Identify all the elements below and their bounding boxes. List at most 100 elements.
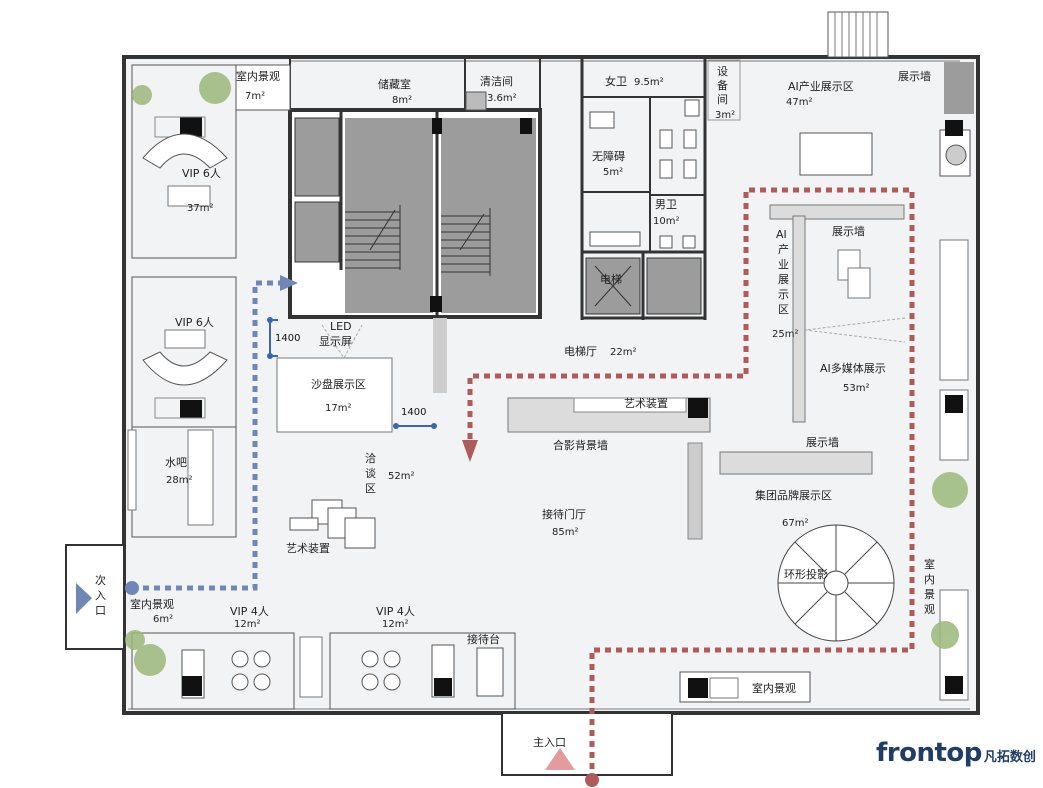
label-indoor-view-right-1: 室 bbox=[924, 557, 935, 571]
stair-core bbox=[288, 108, 542, 319]
label-vip4-right: VIP 4人 bbox=[376, 605, 415, 618]
secondary-entrance-box bbox=[65, 544, 125, 650]
label-led-2: 显示屏 bbox=[319, 335, 352, 348]
label-display-wall-mid: 展示墙 bbox=[806, 435, 839, 449]
area-ai-industry-top: 47m² bbox=[786, 97, 812, 108]
label-vip4-left: VIP 4人 bbox=[230, 605, 269, 618]
label-cleaning: 清洁间 bbox=[480, 75, 513, 88]
area-vip4-left: 12m² bbox=[234, 619, 260, 630]
trees bbox=[125, 72, 968, 676]
ai-display-wall bbox=[769, 204, 905, 220]
label-sandtable: 沙盘展示区 bbox=[311, 377, 366, 391]
cleaning-room-fill bbox=[465, 91, 487, 111]
ring-projection bbox=[777, 524, 895, 642]
area-water-bar: 28m² bbox=[166, 475, 192, 486]
area-negotiation: 52m² bbox=[388, 471, 414, 482]
external-stair bbox=[827, 11, 889, 58]
label-indoor-view-right-3: 景 bbox=[924, 588, 935, 601]
area-cleaning: 3.6m² bbox=[487, 93, 517, 104]
dim-label-2: 1400 bbox=[401, 407, 426, 418]
column-mid bbox=[433, 318, 447, 393]
label-ai-vertical-3: 业 bbox=[778, 258, 789, 271]
dim-label-1: 1400 bbox=[275, 333, 300, 344]
label-art-install-top: 艺术装置 bbox=[624, 397, 668, 410]
label-ai-vertical-6: 区 bbox=[778, 303, 789, 316]
area-elevator-hall: 22m² bbox=[610, 347, 636, 358]
label-negotiation-1: 洽 bbox=[365, 452, 376, 465]
equipment-room bbox=[707, 59, 741, 121]
label-secondary-3: 口 bbox=[95, 604, 106, 617]
label-equipment-2: 备 bbox=[717, 78, 728, 92]
label-negotiation-3: 区 bbox=[365, 482, 376, 495]
label-elevator: 电梯 bbox=[600, 273, 622, 286]
label-secondary-1: 次 bbox=[95, 573, 106, 587]
area-female-wc: 9.5m² bbox=[634, 77, 664, 88]
label-ring-projection: 环形投影 bbox=[784, 567, 828, 581]
label-ai-vertical-4: 展 bbox=[778, 273, 789, 286]
label-display-wall-inner: 展示墙 bbox=[832, 224, 865, 238]
label-vip-top: VIP 6人 bbox=[182, 167, 221, 180]
label-ai-industry-top: AI产业展示区 bbox=[788, 79, 854, 93]
vip4-tables bbox=[231, 650, 401, 691]
brand-display-wall bbox=[719, 451, 873, 475]
area-reception-hall: 85m² bbox=[552, 527, 578, 538]
ai-top-display bbox=[799, 132, 873, 176]
label-accessible: 无障碍 bbox=[592, 149, 625, 163]
label-ai-vertical-5: 示 bbox=[778, 288, 789, 301]
label-indoor-view-right-4: 观 bbox=[924, 603, 935, 616]
brand-logo-cn: 凡拓数创 bbox=[983, 750, 1036, 765]
art-installation-left bbox=[289, 499, 376, 549]
label-photo-wall: 合影背景墙 bbox=[553, 438, 608, 452]
label-indoor-view-tl: 室内景观 bbox=[236, 69, 280, 83]
label-ai-vertical-2: 产 bbox=[778, 242, 789, 256]
dim-line-1 bbox=[269, 319, 278, 357]
elevator-car-2 bbox=[646, 257, 702, 315]
label-elevator-hall: 电梯厅 bbox=[564, 345, 597, 358]
label-secondary-2: 入 bbox=[95, 589, 106, 602]
label-male-wc: 男卫 bbox=[655, 198, 677, 211]
label-indoor-view-right-2: 内 bbox=[924, 572, 935, 586]
secondary-entrance-arrow bbox=[76, 583, 92, 614]
label-ai-multimedia: AI多媒体展示 bbox=[820, 361, 886, 375]
label-main-entrance: 主入口 bbox=[533, 736, 566, 749]
label-negotiation-2: 谈 bbox=[365, 467, 376, 480]
label-water-bar: 水吧 bbox=[165, 456, 187, 469]
display-pillar bbox=[687, 442, 703, 540]
vip-rooms-left bbox=[131, 64, 291, 538]
main-entrance-arrow bbox=[545, 748, 575, 770]
brand-logo-en: frontop bbox=[876, 738, 982, 768]
label-female-wc: 女卫 bbox=[605, 74, 627, 88]
vip-mid-sofa bbox=[142, 351, 228, 386]
area-storage: 8m² bbox=[392, 95, 412, 106]
area-male-wc: 10m² bbox=[653, 216, 679, 227]
label-storage: 储藏室 bbox=[378, 77, 411, 91]
area-group-brand: 67m² bbox=[782, 518, 808, 529]
area-indoor-view-tl: 7m² bbox=[245, 91, 265, 102]
label-art-install-left: 艺术装置 bbox=[286, 542, 330, 555]
vip-top-sofa bbox=[142, 133, 228, 169]
area-vip4-right: 12m² bbox=[382, 619, 408, 630]
area-ai-vertical: 25m² bbox=[772, 329, 798, 340]
area-equipment: 3m² bbox=[715, 110, 735, 121]
label-indoor-view-left: 室内景观 bbox=[130, 597, 174, 611]
label-vip-mid: VIP 6人 bbox=[175, 316, 214, 329]
tour-path-red bbox=[467, 187, 915, 780]
label-equipment-3: 间 bbox=[717, 93, 728, 106]
label-equipment-1: 设 bbox=[717, 65, 728, 78]
area-vip-top: 37m² bbox=[187, 203, 213, 214]
label-reception-desk: 接待台 bbox=[467, 632, 500, 646]
vip4-rooms bbox=[131, 632, 516, 710]
area-indoor-view-left: 6m² bbox=[153, 614, 173, 625]
label-ai-vertical-1: AI bbox=[776, 228, 787, 241]
main-entrance-box bbox=[501, 712, 673, 776]
area-sandtable: 17m² bbox=[325, 403, 351, 414]
ai-vertical-wall bbox=[792, 215, 806, 423]
wc-fixtures bbox=[589, 99, 700, 249]
area-accessible: 5m² bbox=[603, 167, 623, 178]
sandtable-area bbox=[276, 357, 393, 433]
label-led-1: LED bbox=[330, 320, 352, 333]
tour-path-blue bbox=[132, 280, 280, 591]
label-display-wall-tr: 展示墙 bbox=[898, 69, 931, 83]
